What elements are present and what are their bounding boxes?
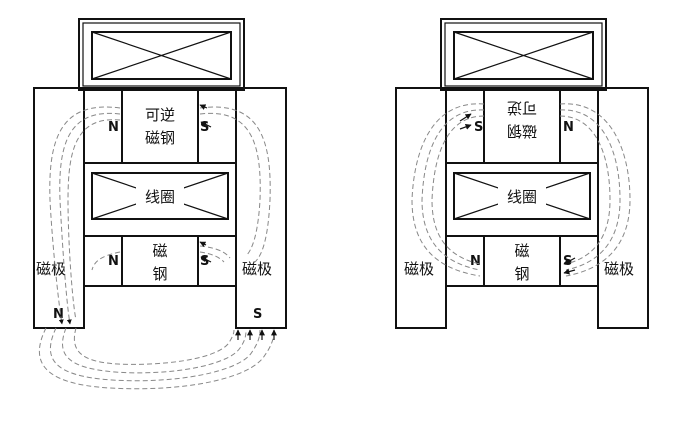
left-fixed-magnet-label-1: 磁 [152, 242, 167, 260]
right-reversible-magnet-label-2: 磁钢 [507, 122, 537, 140]
left-top-coil-housing-inner [82, 22, 241, 87]
left-upper-flux-lines [49, 106, 271, 325]
right-pole-piece-left [395, 87, 447, 329]
right-top-coil [453, 31, 594, 80]
left-pole-piece-left-label: 磁极 [36, 260, 66, 278]
right-middle-coil [453, 172, 591, 220]
left-pole-piece-right [235, 87, 287, 329]
left-foot-s-arrows [235, 329, 277, 340]
right-upper-s-arrows [459, 113, 472, 130]
right-reversible-magnet [483, 87, 561, 164]
right-assembly: 可逆 磁钢 线圈 磁 钢 磁极 磁极 S N N S [395, 18, 649, 329]
right-fixed-magnet [483, 235, 561, 287]
right-lower-s-arrows [563, 257, 576, 275]
right-reversible-magnet-label-1: 可逆 [507, 99, 537, 117]
right-top-coil-housing [440, 18, 607, 91]
left-lower-s-label: S [200, 254, 209, 269]
right-coil-label: 线圈 [507, 188, 537, 206]
left-reversible-magnet [121, 87, 199, 164]
left-upper-s-arrow-2 [199, 104, 208, 110]
right-top-coil-cross-b [453, 31, 594, 80]
left-external-flux-loops [38, 327, 275, 390]
right-upper-n-label: N [563, 120, 574, 135]
left-foot-s-label: S [253, 307, 262, 322]
left-upper-s-label: S [200, 120, 209, 135]
right-flux-loops [411, 103, 631, 277]
left-fixed-magnet [121, 235, 199, 287]
left-pole-piece-left [33, 87, 85, 329]
left-top-coil-cross-b [91, 31, 232, 80]
left-reversible-magnet-label-1: 可逆 [145, 106, 175, 124]
left-middle-coil [91, 172, 229, 220]
left-reversible-magnet-label-2: 磁钢 [145, 129, 175, 147]
left-top-coil [91, 31, 232, 80]
right-fixed-magnet-label-1: 磁 [514, 242, 529, 260]
right-lower-n-label: N [470, 254, 481, 269]
right-pole-piece-right [597, 87, 649, 329]
right-pole-piece-right-label: 磁极 [604, 260, 634, 278]
left-foot-n-label: N [53, 307, 64, 322]
left-upper-s-arrow [200, 121, 212, 128]
right-fixed-magnet-label-2: 钢 [514, 265, 529, 283]
left-assembly: 可逆 磁钢 线圈 磁 钢 磁极 磁极 N S N S N S [33, 18, 287, 390]
left-lower-n-label: N [108, 254, 119, 269]
left-lower-s-arrow [200, 256, 212, 263]
right-pole-piece-left-label: 磁极 [404, 260, 434, 278]
right-upper-s-label: S [474, 120, 483, 135]
left-pole-piece-right-label: 磁极 [242, 260, 272, 278]
left-coil-label: 线圈 [145, 188, 175, 206]
left-lower-s-arrow-2 [199, 241, 207, 248]
right-top-coil-housing-inner [444, 22, 603, 87]
left-fixed-magnet-label-2: 钢 [152, 265, 167, 283]
left-top-coil-housing [78, 18, 245, 91]
left-upper-n-label: N [108, 120, 119, 135]
